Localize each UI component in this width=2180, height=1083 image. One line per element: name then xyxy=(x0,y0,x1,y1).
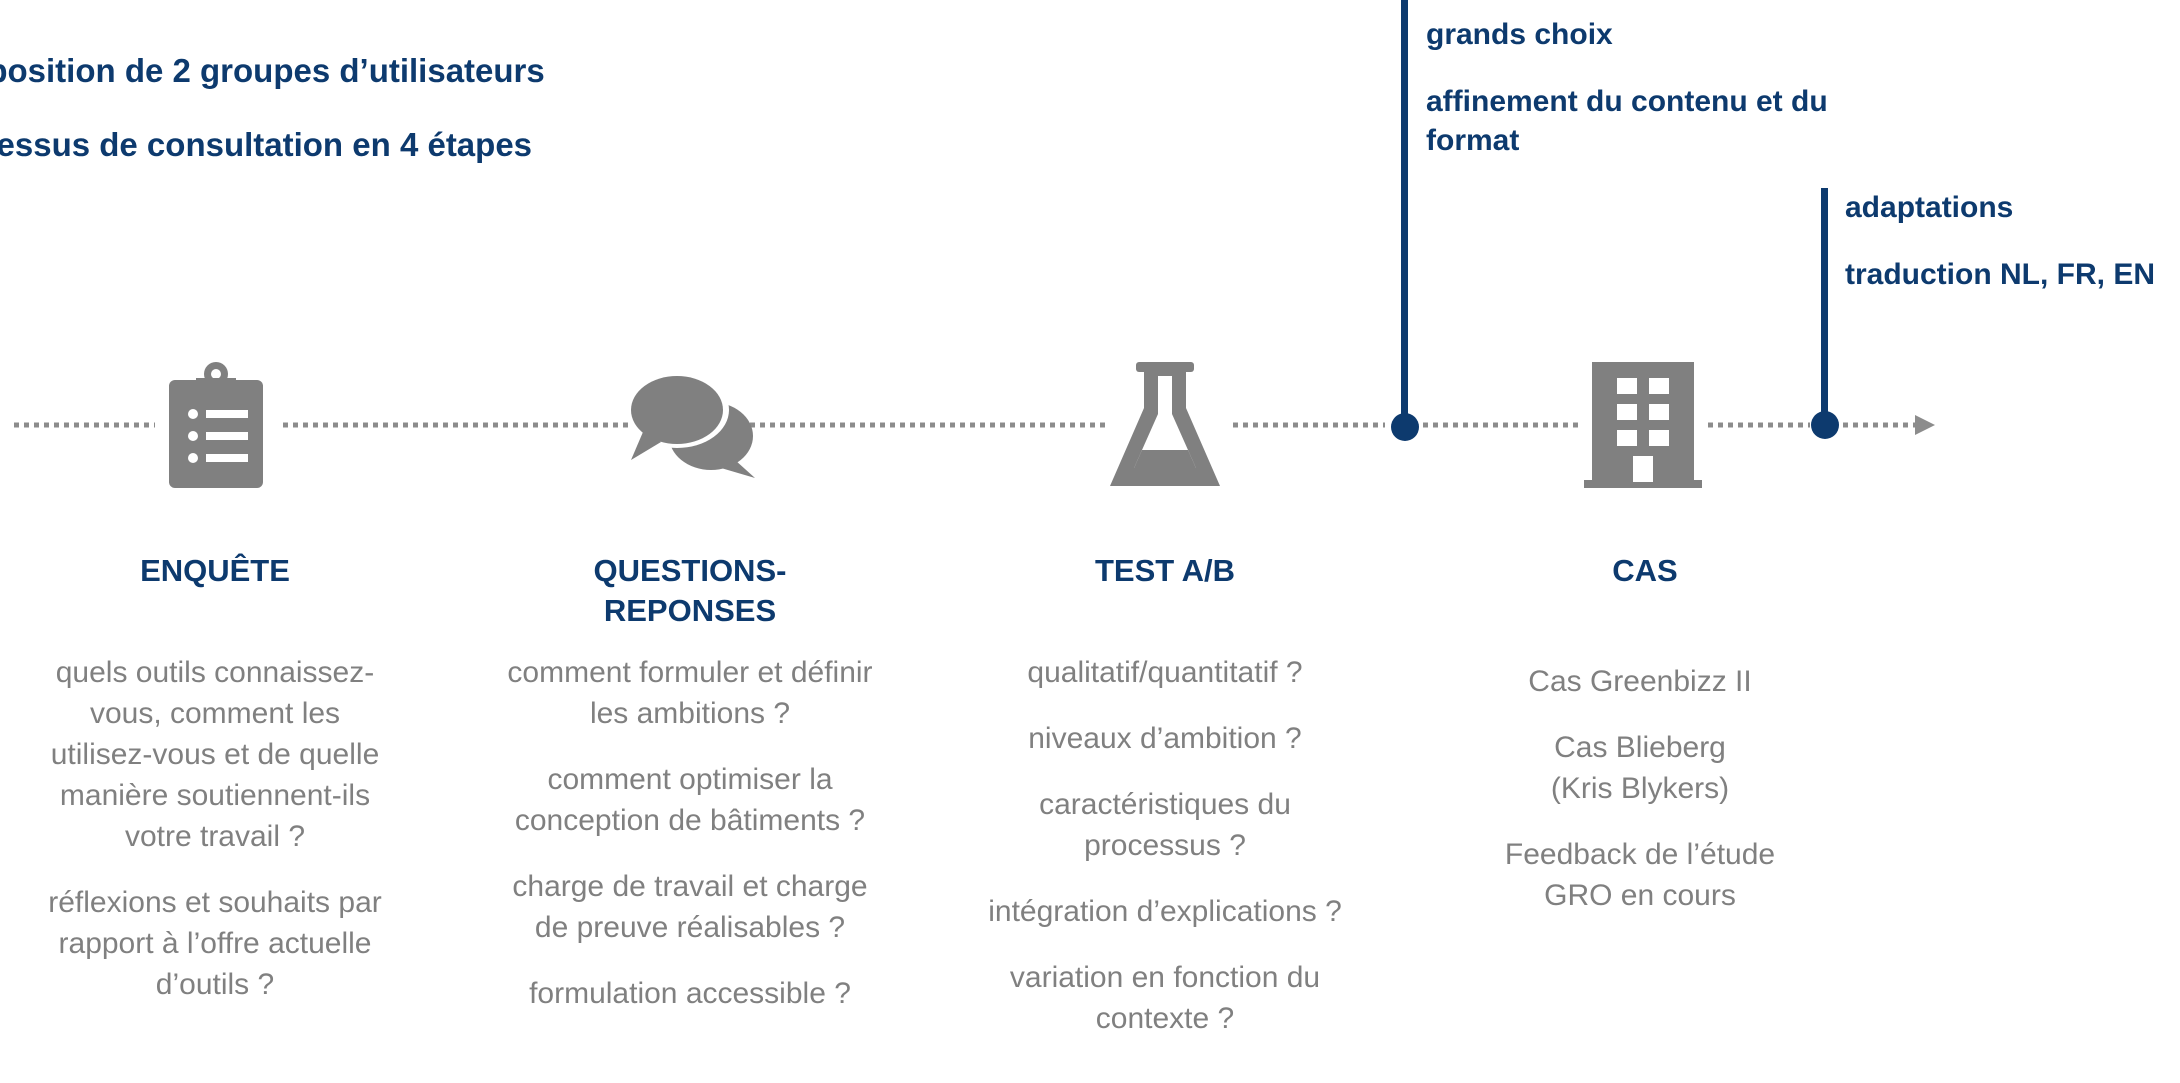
list-item: comment optimiser la conception de bâtim… xyxy=(514,763,866,837)
milestone-dot-1 xyxy=(1391,413,1419,441)
clipboard-checklist-icon xyxy=(169,362,263,488)
stage-title-test-ab: TEST A/B xyxy=(1094,553,1236,588)
list-item: qualitatif/quantitatif ? xyxy=(1027,656,1303,689)
stage-body-questions-reponses: comment formuler et définir les ambition… xyxy=(495,652,885,1039)
speech-bubbles-icon xyxy=(625,372,755,478)
milestone-line-1 xyxy=(1401,0,1408,427)
stage-title-enquete: ENQUÊTE xyxy=(140,553,290,588)
timeline-arrowhead xyxy=(1915,415,1935,435)
stage-body-test-ab: qualitatif/quantitatif ? niveaux d’ambit… xyxy=(985,652,1345,1064)
office-building-icon xyxy=(1584,362,1702,488)
annotation-2-line-2: traduction NL, FR, EN xyxy=(1845,258,2155,291)
list-item: Cas Greenbizz II xyxy=(1528,665,1752,698)
list-item: Cas Blieberg (Kris Blykers) xyxy=(1550,731,1730,805)
intro-line-1: mposition de 2 groupes d’utilisateurs xyxy=(0,52,545,89)
list-item: charge de travail et charge de preuve ré… xyxy=(512,870,868,944)
annotation-2-line-1: adaptations xyxy=(1845,191,2014,224)
milestone-annotation-2: adaptations traduction NL, FR, EN xyxy=(1845,188,2180,294)
list-item: caractéristiques du processus ? xyxy=(1039,788,1291,862)
stage-title-cas: CAS xyxy=(1612,553,1678,588)
list-item: variation en fonction du contexte ? xyxy=(1009,961,1321,1035)
stage-body-enquete: quels outils connaissez-vous, comment le… xyxy=(40,652,390,1030)
list-item: quels outils connaissez-vous, comment le… xyxy=(50,656,380,853)
stage-title-questions-reponses: QUESTIONS-REPONSES xyxy=(593,553,787,628)
milestone-line-2 xyxy=(1821,188,1828,425)
list-item: niveaux d’ambition ? xyxy=(1028,722,1302,755)
lab-flask-icon xyxy=(1110,362,1220,486)
stage-body-cas: Cas Greenbizz II Cas Blieberg (Kris Blyk… xyxy=(1470,661,1810,941)
list-item: intégration d’explications ? xyxy=(988,895,1342,928)
list-item: formulation accessible ? xyxy=(529,977,851,1010)
list-item: comment formuler et définir les ambition… xyxy=(507,656,873,730)
list-item: Feedback de l’étude GRO en cours xyxy=(1504,838,1776,912)
annotation-1-line-1: grands choix xyxy=(1426,18,1613,51)
annotation-1-line-2: affinement du contenu et du format xyxy=(1426,85,1828,157)
intro-line-2: ocessus de consultation en 4 étapes xyxy=(0,126,533,163)
milestone-annotation-1: grands choix affinement du contenu et du… xyxy=(1426,15,1946,160)
milestone-dot-2 xyxy=(1811,411,1839,439)
list-item: réflexions et souhaits par rapport à l’o… xyxy=(48,886,382,1001)
